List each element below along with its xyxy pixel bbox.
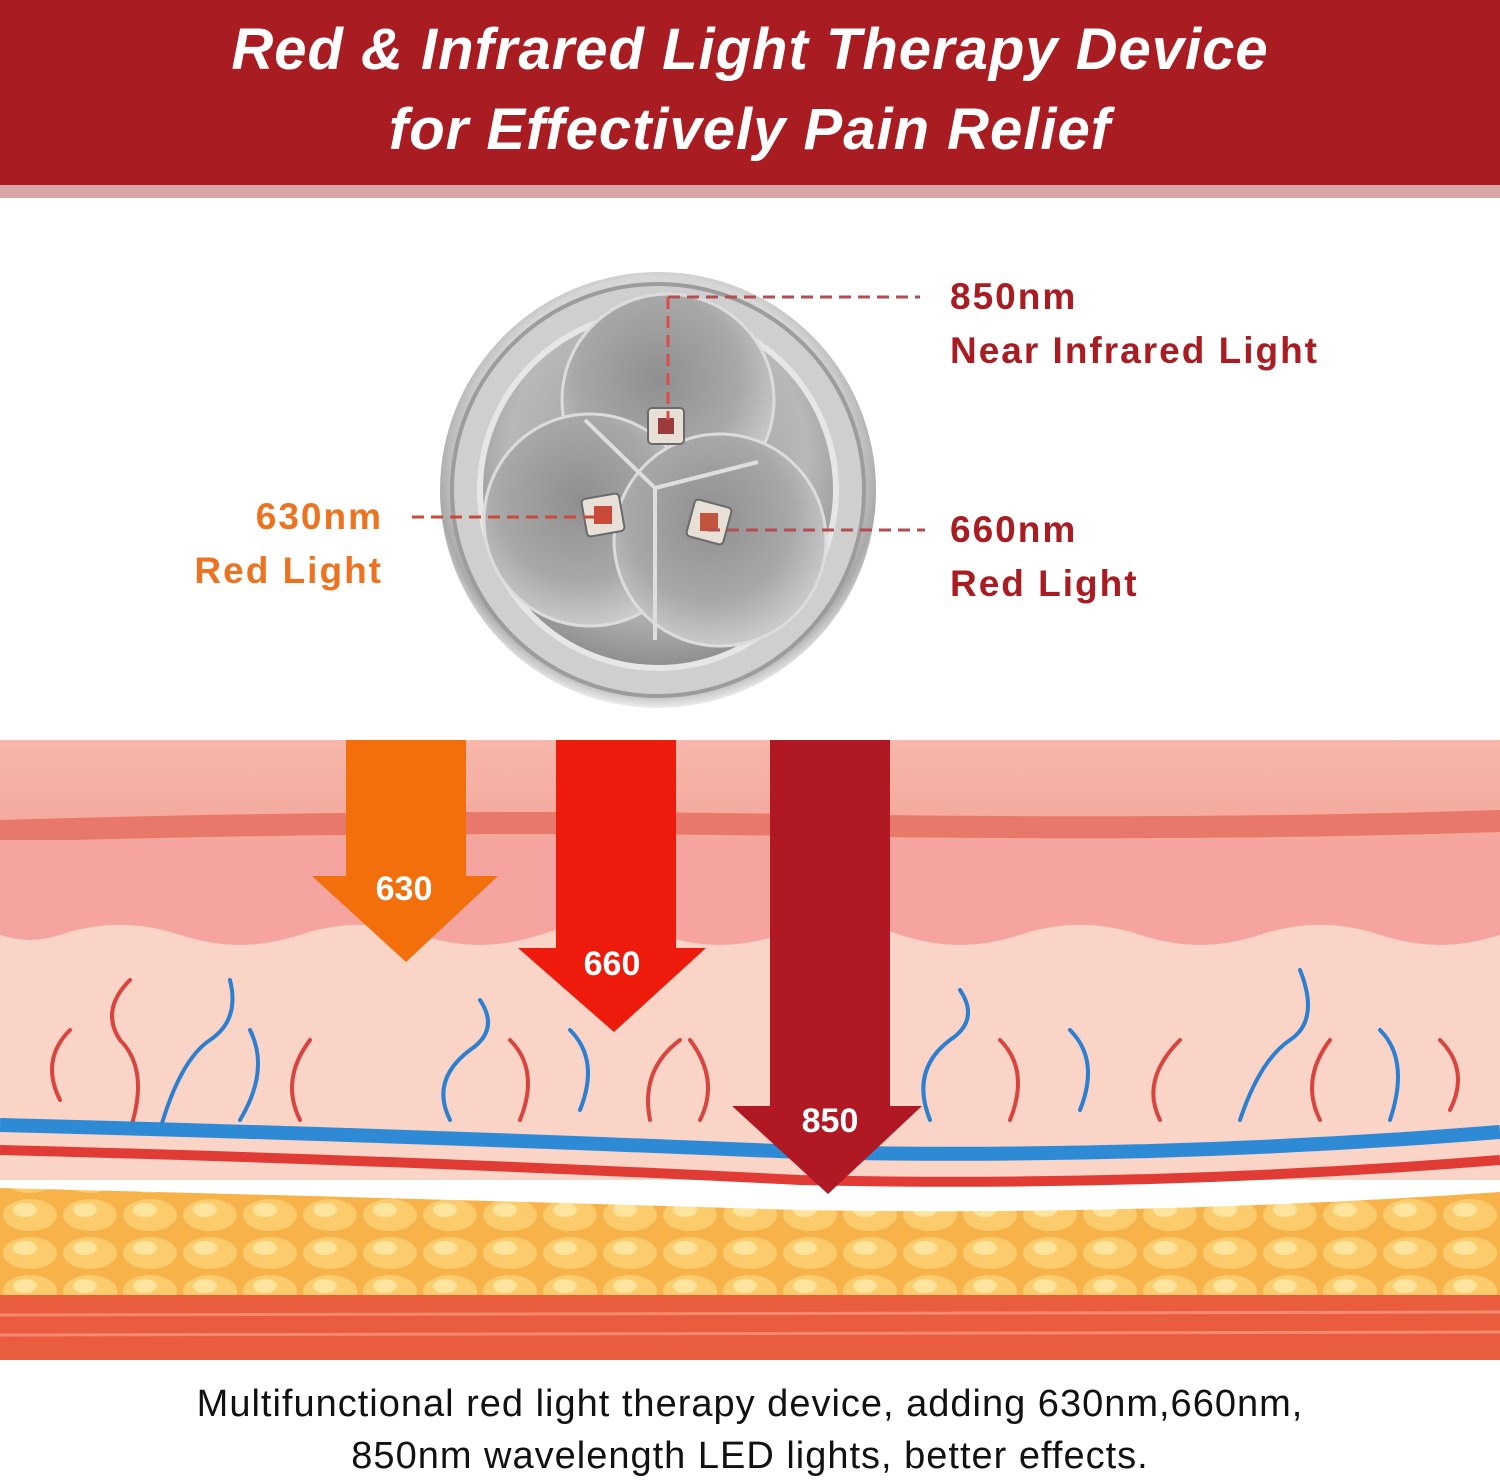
fat-layer <box>0 1188 1500 1300</box>
capillaries <box>50 968 1460 1132</box>
arrow-850-label: 850 <box>802 1102 859 1140</box>
led-660 <box>685 498 733 546</box>
leader-lines <box>412 295 925 532</box>
led-630 <box>580 492 626 538</box>
arrow-630-label: 630 <box>376 870 433 908</box>
caption: Multifunctional red light therapy device… <box>0 1378 1500 1482</box>
led-device-illustration <box>412 272 925 708</box>
muscle-layer <box>0 1295 1500 1360</box>
arrow-660: 660 <box>518 740 706 1032</box>
label-630-name: Red Light <box>194 550 383 591</box>
led-850 <box>647 407 685 445</box>
title-banner: Red & Infrared Light Therapy Device for … <box>0 0 1500 185</box>
label-660-name: Red Light <box>950 563 1139 604</box>
label-850-wavelength: 850nm <box>950 276 1078 317</box>
device-head <box>440 272 876 708</box>
caption-line-1: Multifunctional red light therapy device… <box>196 1383 1304 1425</box>
arrow-660-label: 660 <box>584 945 641 983</box>
label-630nm: 630nm Red Light <box>100 490 383 598</box>
muscle-fibers <box>0 1310 1500 1337</box>
skin-cross-section: 630 660 850 <box>0 740 1500 1360</box>
reticular-dermis <box>0 925 1500 1180</box>
banner-divider <box>0 185 1500 198</box>
label-630-wavelength: 630nm <box>255 496 383 537</box>
label-660-wavelength: 660nm <box>950 509 1078 550</box>
title-line-2: for Effectively Pain Relief <box>388 97 1112 162</box>
label-850-name: Near Infrared Light <box>950 330 1319 371</box>
papillary-dermis <box>0 840 1500 945</box>
caption-line-2: 850nm wavelength LED lights, better effe… <box>351 1435 1149 1477</box>
title-line-1: Red & Infrared Light Therapy Device <box>231 17 1269 82</box>
arrow-850: 850 <box>732 740 922 1194</box>
label-660nm: 660nm Red Light <box>950 503 1139 611</box>
label-850nm: 850nm Near Infrared Light <box>950 270 1319 378</box>
artery <box>0 1145 1500 1187</box>
arrow-630: 630 <box>312 740 498 962</box>
